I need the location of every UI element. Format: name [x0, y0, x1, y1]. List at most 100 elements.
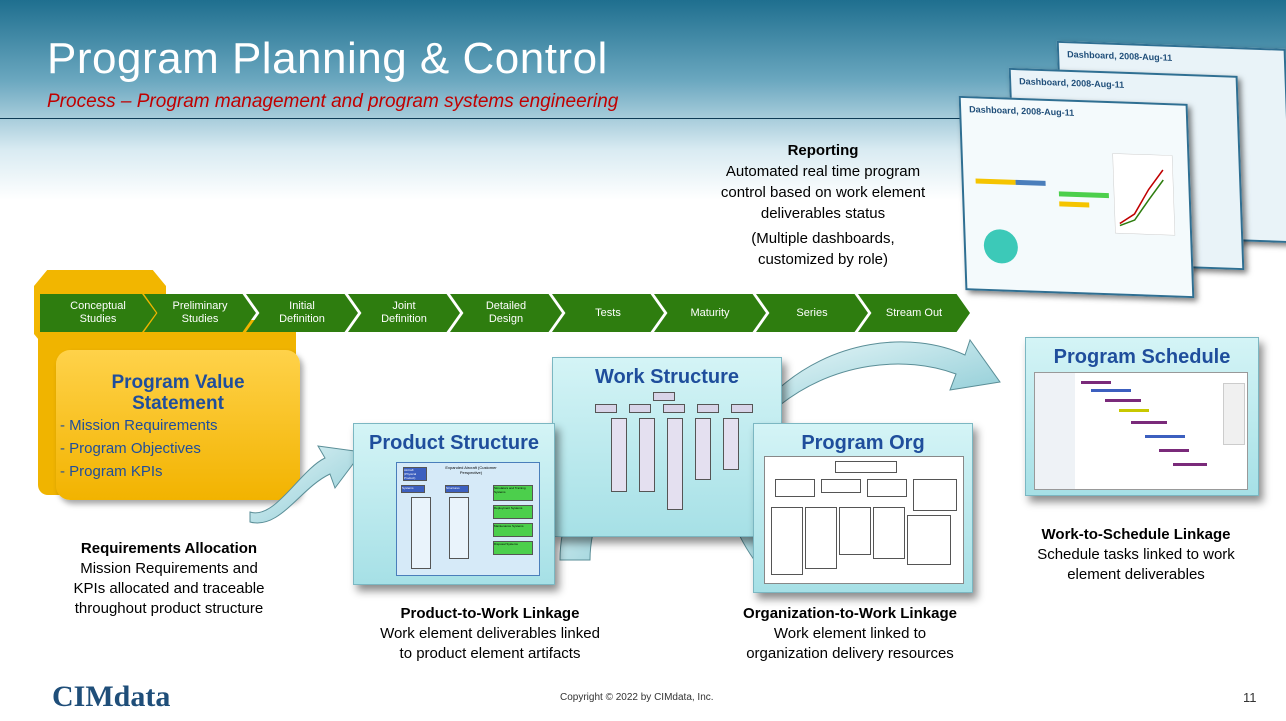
phase-label: Design: [488, 313, 524, 325]
program-schedule-title: Program Schedule: [1053, 346, 1231, 368]
value-statement-item: - Program Objectives: [60, 440, 201, 457]
gantt-bar: [1173, 463, 1207, 466]
phase-series: Series: [756, 294, 868, 332]
gantt-bar: [1119, 409, 1149, 412]
wbs-node: [731, 404, 753, 413]
product-structure-panel: Product Structure Expanded Aircraft (Cus…: [353, 423, 555, 585]
reporting-line: deliverables status: [760, 205, 886, 222]
product-green-box: Simulators and Training Systems: [493, 485, 533, 501]
gantt-bar: [1105, 399, 1141, 402]
gantt-bar: [1159, 449, 1189, 452]
product-column: [411, 497, 431, 569]
gantt-bar: [1145, 435, 1185, 438]
product-box-structures: Structures: [445, 485, 469, 493]
reporting-description: Reporting Automated real time program co…: [678, 140, 968, 270]
product-box-systems: Systems: [401, 485, 425, 493]
wbs-column: [639, 418, 655, 492]
org-node: [835, 461, 897, 473]
phase-label: Stream Out: [885, 306, 943, 319]
product-column: [449, 497, 469, 559]
phase-label: Studies: [181, 313, 219, 325]
caption-heading: Work-to-Schedule Linkage: [1041, 526, 1231, 543]
program-org-title: Program Org: [801, 432, 925, 454]
wbs-column: [695, 418, 711, 480]
caption-line: Work element linked to: [773, 625, 927, 642]
arrow-value-to-product: [249, 445, 363, 524]
org-column: [907, 515, 951, 565]
reporting-line: (Multiple dashboards,: [751, 230, 895, 247]
phase-label: Joint: [392, 300, 416, 312]
requirements-allocation-caption: Requirements Allocation Mission Requirem…: [38, 539, 300, 619]
phase-label: Tests: [595, 306, 621, 319]
caption-line: to product element artifacts: [399, 645, 581, 662]
caption-line: Mission Requirements and: [80, 560, 258, 577]
org-node: [867, 479, 907, 497]
program-schedule-panel: Program Schedule: [1025, 337, 1259, 496]
value-statement-item: - Mission Requirements: [60, 417, 218, 434]
phase-label: Maturity: [690, 306, 730, 319]
phase-maturity: Maturity: [654, 294, 766, 332]
page-subtitle: Process – Program management and program…: [47, 91, 619, 112]
gantt-legend: [1223, 383, 1245, 445]
reporting-line: Automated real time program: [725, 163, 921, 180]
wbs-column: [611, 418, 627, 492]
dashboard-line-chart: [1112, 153, 1176, 236]
work-to-schedule-caption: Work-to-Schedule Linkage Schedule tasks …: [1000, 525, 1272, 585]
phase-label: Studies: [79, 313, 117, 325]
org-node: [913, 479, 957, 511]
product-green-box: Deployment Systems: [493, 505, 533, 519]
org-column: [873, 507, 905, 559]
product-to-work-caption: Product-to-Work Linkage Work element del…: [360, 604, 620, 664]
caption-line: Work element deliverables linked: [380, 625, 600, 642]
product-structure-title: Product Structure: [368, 432, 540, 454]
phase-tests: Tests: [552, 294, 664, 332]
program-value-statement: Program Value Statement - Mission Requir…: [56, 350, 300, 500]
wbs-node: [663, 404, 685, 413]
org-chart: [764, 456, 964, 584]
gantt-task-list: [1035, 373, 1075, 489]
dashboard-screenshot-front: Dashboard, 2008-Aug-11: [958, 95, 1195, 299]
copyright-text: Copyright © 2022 by CIMdata, Inc.: [560, 692, 714, 703]
header-divider: [0, 118, 1286, 119]
wbs-column: [723, 418, 739, 470]
page-title: Program Planning & Control: [47, 34, 608, 83]
phase-label: Initial: [289, 300, 315, 312]
value-statement-heading: Program Value: [111, 372, 245, 393]
caption-heading: Requirements Allocation: [80, 540, 258, 557]
wbs-node: [653, 392, 675, 401]
phase-stream-out: Stream Out: [858, 294, 970, 332]
caption-heading: Organization-to-Work Linkage: [743, 605, 957, 622]
product-green-box: Maintenance Systems: [493, 523, 533, 537]
org-node: [775, 479, 815, 497]
org-column: [839, 507, 871, 555]
phase-label: Preliminary: [172, 300, 228, 312]
caption-line: element deliverables: [1067, 566, 1205, 583]
organization-to-work-caption: Organization-to-Work Linkage Work elemen…: [700, 604, 1000, 664]
product-box-aircraft: Aircraft (Physical Product): [403, 467, 427, 481]
product-green-box: Disposal Systems: [493, 541, 533, 555]
program-org-panel: Program Org: [753, 423, 973, 593]
value-statement-heading: Statement: [132, 393, 224, 414]
reporting-heading: Reporting: [787, 142, 859, 159]
product-tree: Expanded Aircraft (Customer Perspective)…: [396, 462, 540, 576]
caption-line: Schedule tasks linked to work: [1037, 546, 1235, 563]
phase-label: Series: [796, 306, 828, 319]
gantt-chart: [1034, 372, 1248, 490]
caption-line: throughout product structure: [74, 600, 264, 617]
org-column: [805, 507, 837, 569]
phase-label: Detailed: [485, 300, 527, 312]
org-node: [821, 479, 861, 493]
arrow-work-to-schedule: [774, 338, 1001, 406]
work-structure-title: Work Structure: [594, 366, 740, 388]
reporting-line: customized by role): [757, 251, 889, 268]
wbs-node: [629, 404, 651, 413]
work-structure-panel: Work Structure: [552, 357, 782, 537]
wbs-node: [595, 404, 617, 413]
org-column: [771, 507, 803, 575]
caption-line: organization delivery resources: [746, 645, 954, 662]
